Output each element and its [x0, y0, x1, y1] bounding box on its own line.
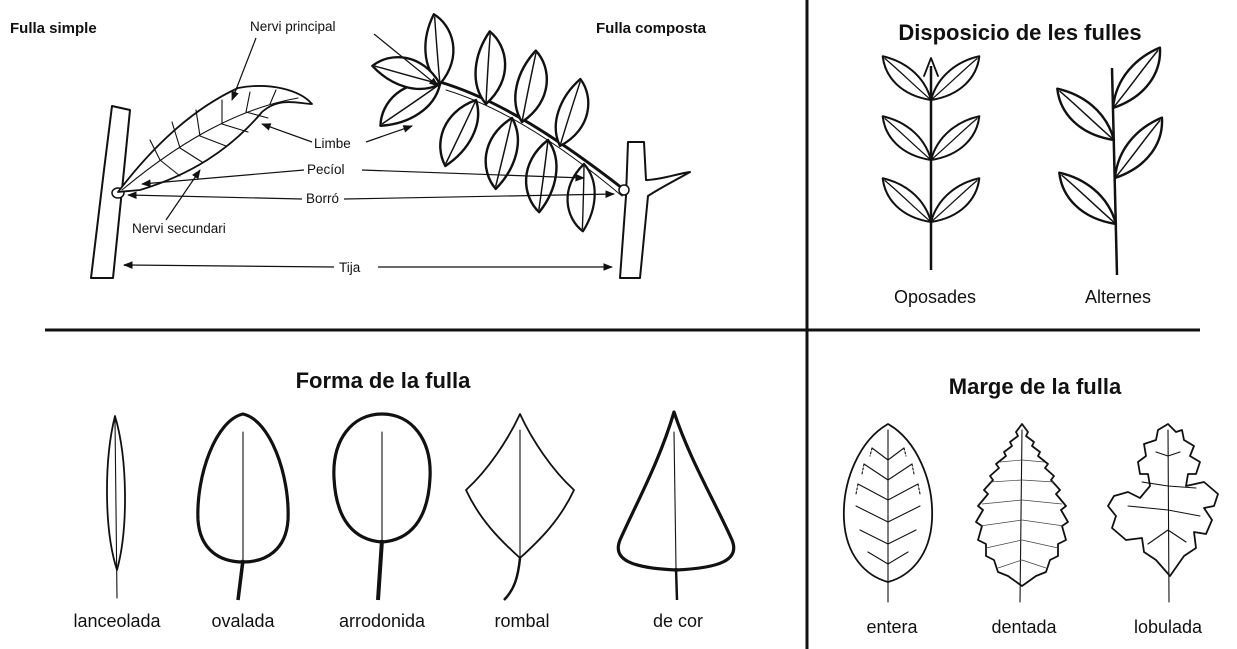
- caption-entire: entera: [866, 617, 918, 637]
- caption-lanceolate: lanceolada: [73, 611, 161, 631]
- opposite-arrangement-drawing: [881, 55, 981, 270]
- entire-margin-leaf-drawing: [843, 423, 933, 603]
- lobed-margin-leaf-drawing: [1107, 423, 1219, 603]
- heart-leaf-drawing: [616, 410, 736, 601]
- caption-opposite: Oposades: [894, 287, 976, 307]
- rounded-leaf-drawing: [332, 412, 432, 601]
- label-arrows: [123, 33, 615, 271]
- label-stem: Tija: [339, 260, 361, 275]
- label-main-vein: Nervi principal: [250, 19, 336, 34]
- alternate-arrangement-drawing: [1056, 46, 1173, 276]
- caption-ovate: ovalada: [211, 611, 275, 631]
- toothed-margin-leaf-drawing: [975, 423, 1069, 603]
- compound-leaf-title: Fulla composta: [596, 20, 707, 37]
- caption-heart: de cor: [653, 611, 703, 631]
- label-secondary-vein: Nervi secundari: [132, 221, 226, 236]
- caption-rhomboid: rombal: [494, 611, 549, 631]
- arrangement-title: Disposicio de les fulles: [898, 20, 1141, 45]
- simple-leaf-title: Fulla simple: [10, 20, 97, 37]
- compound-leaflets: [369, 12, 606, 234]
- simple-stem: [90, 105, 131, 279]
- caption-alternate: Alternes: [1085, 287, 1151, 307]
- shape-title: Forma de la fulla: [296, 368, 472, 393]
- shape-panel: Forma de la fulla lanceolada ovalada a: [73, 368, 736, 631]
- caption-lobed: lobulada: [1134, 617, 1203, 637]
- anatomy-panel: Fulla simple Fulla composta: [10, 12, 707, 279]
- arrangement-panel: Disposicio de les fulles Oposades Altern…: [881, 20, 1173, 307]
- label-petiole: Pecíol: [307, 162, 345, 177]
- caption-toothed: dentada: [991, 617, 1057, 637]
- simple-leaf-blade: [117, 85, 313, 193]
- label-bud: Borró: [306, 191, 339, 206]
- label-blade: Limbe: [314, 136, 351, 151]
- caption-rounded: arrodonida: [339, 611, 426, 631]
- lanceolate-leaf-drawing: [106, 415, 126, 599]
- rhomboid-leaf-drawing: [465, 413, 575, 601]
- ovate-leaf-drawing: [196, 412, 290, 601]
- margin-title: Marge de la fulla: [949, 374, 1122, 399]
- compound-rachis: [438, 80, 624, 190]
- margin-panel: Marge de la fulla entera dentada lobulad…: [843, 374, 1219, 637]
- compound-stem: [619, 141, 691, 279]
